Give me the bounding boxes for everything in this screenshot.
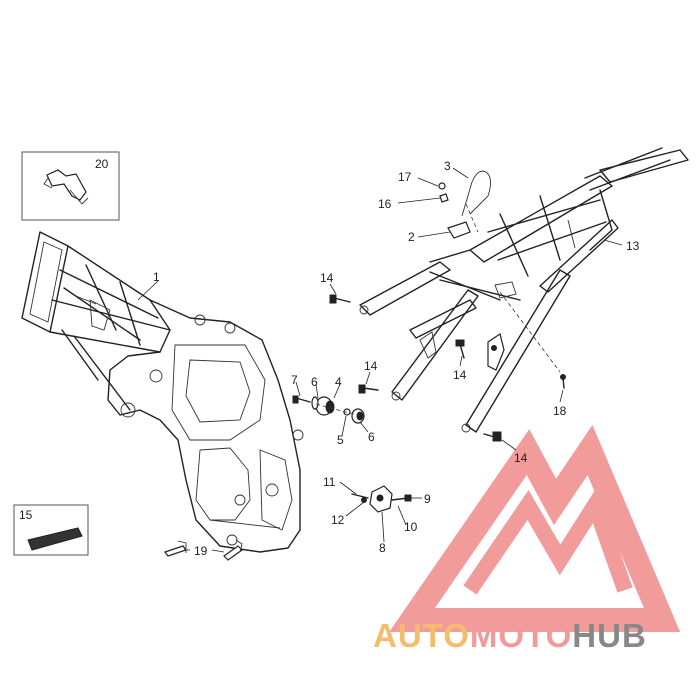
- callout-5: 5: [337, 433, 344, 447]
- bolt-part-7: [292, 395, 311, 404]
- watermark-auto: AUTO: [373, 617, 470, 654]
- bushing-part-6a: [311, 396, 319, 410]
- bolt-part-18: [560, 374, 566, 389]
- nut-part-17: [438, 182, 446, 190]
- bushing-part-6b: [351, 408, 365, 424]
- callout-17: 17: [398, 170, 412, 184]
- callout-7: 7: [291, 373, 298, 387]
- callout-14d: 14: [514, 451, 528, 465]
- watermark-text: AUTOMOTOHUB: [373, 617, 647, 655]
- guide-line-a: [465, 203, 479, 233]
- callout-13: 13: [626, 239, 640, 253]
- main-frame: [21, 231, 304, 553]
- bushing-part-4: [315, 396, 335, 416]
- watermark-logo: [389, 424, 681, 632]
- inset-box-20: [21, 151, 120, 221]
- callout-10: 10: [404, 520, 418, 534]
- callout-2: 2: [408, 230, 415, 244]
- bracket-part-2: [447, 221, 471, 239]
- cable-part-3: [461, 170, 491, 217]
- callout-6a: 6: [311, 375, 318, 389]
- callout-14c: 14: [453, 368, 467, 382]
- leader-lines: [137, 167, 623, 553]
- callout-14a: 14: [320, 271, 334, 285]
- callout-15: 15: [19, 508, 33, 522]
- callout-4: 4: [335, 375, 342, 389]
- bolt-part-14d: [483, 431, 502, 442]
- guide-line-b: [499, 291, 561, 373]
- callout-9: 9: [424, 492, 431, 506]
- rear-subframe: [359, 147, 689, 433]
- bolt-part-16: [439, 193, 449, 203]
- callout-11: 11: [323, 475, 336, 489]
- inset-box-15: [13, 504, 89, 556]
- bolt-part-19a: [164, 540, 187, 557]
- bolt-part-19b: [223, 539, 243, 561]
- callout-14b: 14: [364, 359, 378, 373]
- bolt-part-14a: [329, 294, 351, 304]
- callout-20: 20: [95, 157, 109, 171]
- callout-12: 12: [331, 513, 345, 527]
- callout-16: 16: [378, 197, 392, 211]
- callout-18: 18: [553, 404, 567, 418]
- watermark-moto: MOTO: [469, 617, 573, 654]
- callout-1: 1: [153, 270, 160, 284]
- watermark-hub: HUB: [572, 617, 647, 654]
- callout-8: 8: [379, 541, 386, 555]
- bolt-part-14c: [455, 339, 465, 359]
- guide-line-c: [315, 403, 361, 417]
- callout-6b: 6: [368, 430, 375, 444]
- callout-3: 3: [444, 159, 451, 173]
- mount-part-8: [351, 485, 412, 513]
- bolt-part-14b: [358, 384, 379, 394]
- callout-19: 19: [194, 544, 208, 558]
